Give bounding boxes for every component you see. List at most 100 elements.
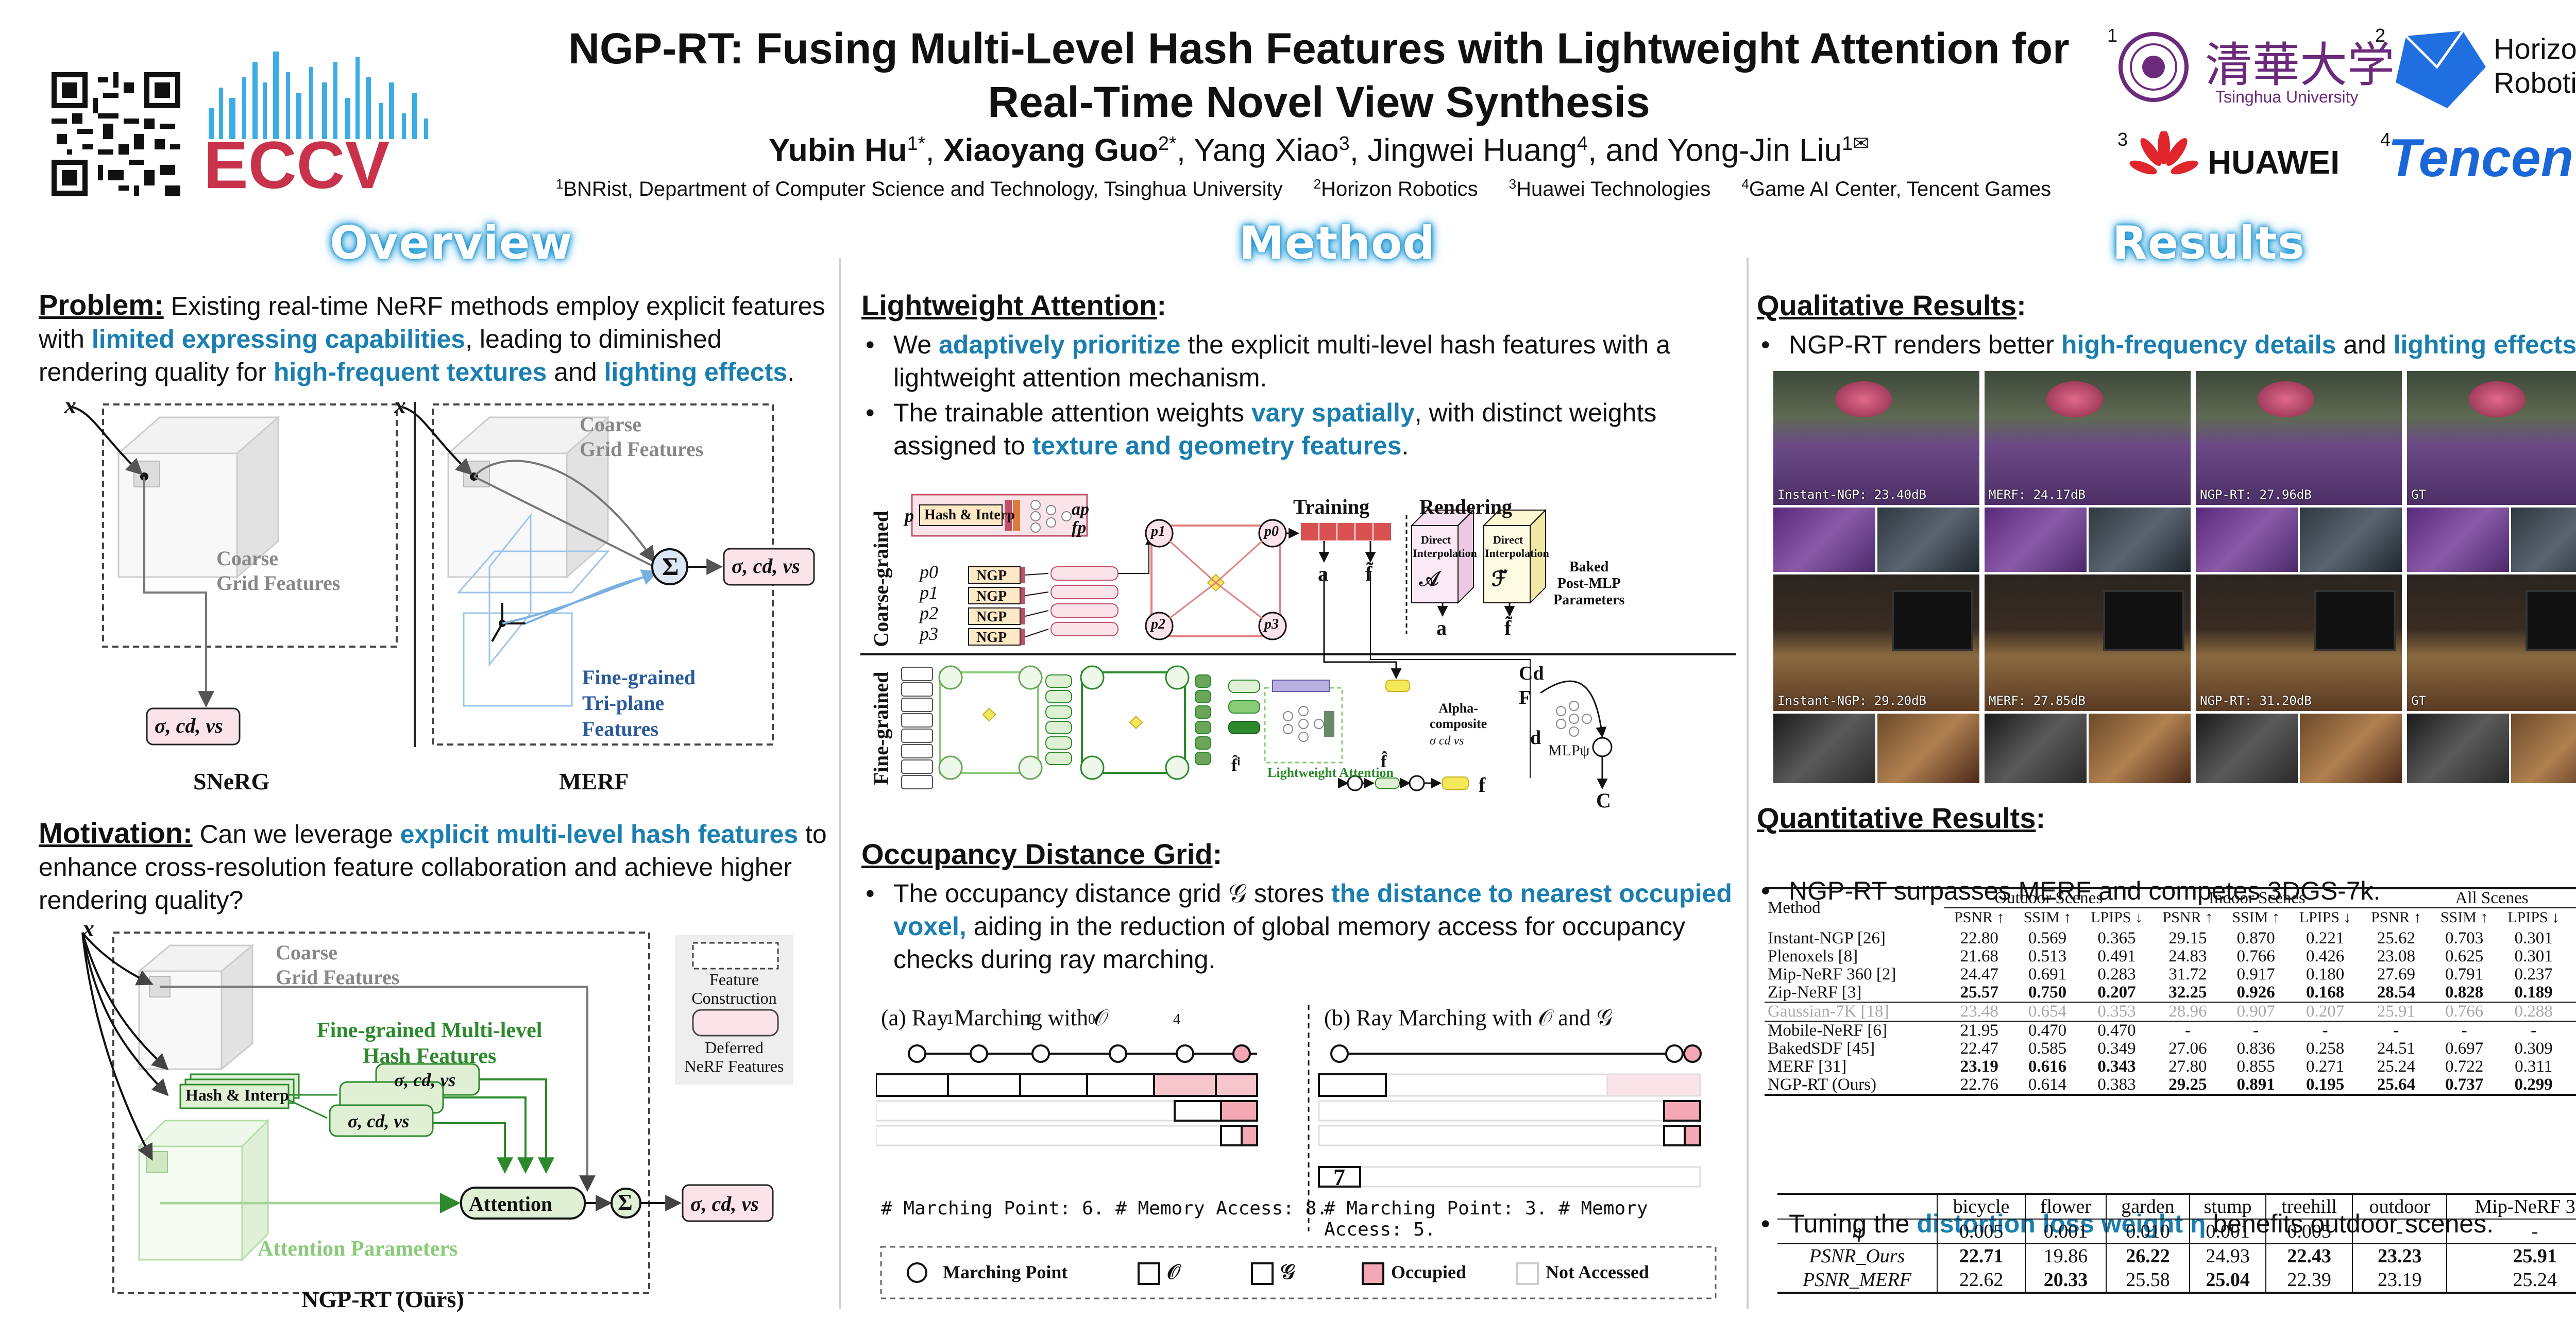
image-content <box>2258 381 2314 417</box>
arch-rendering-label: Rendering <box>1419 495 1512 518</box>
author-name: Xiaoyang Guo <box>943 132 1158 168</box>
title-line-1: NGP-RT: Fusing Multi-Level Hash Features… <box>568 24 2070 73</box>
body-text: We <box>893 330 939 359</box>
crop-image <box>2511 508 2576 572</box>
table-cell: PSNR ↑ <box>1954 909 2005 926</box>
arch-hash-label: Hash & Interp <box>924 507 1015 523</box>
section-title-results: Results <box>2112 216 2306 269</box>
table-cell: 0.766 <box>2445 1002 2484 1021</box>
table-cell: 28.54 <box>2377 983 2416 1002</box>
highlight-text: high-frequency details <box>2061 330 2336 359</box>
result-image: GT <box>2407 574 2576 711</box>
table-cell: 23.19 <box>2352 1268 2447 1293</box>
image-label: NGP-RT: 31.20dB <box>2200 694 2312 708</box>
result-image: GT <box>2407 371 2576 505</box>
arch-F-label: ℱ̃ <box>1492 567 1508 590</box>
row-label-text: PSNR_MERF <box>1802 1269 1912 1291</box>
table-cell: 22.47 <box>1960 1039 1998 1058</box>
arch-corner-p1: p1 <box>1151 523 1165 539</box>
image-content <box>1892 590 1973 651</box>
arch-F2-label: F <box>1519 687 1531 708</box>
image-label: GT <box>2411 487 2426 502</box>
arch-fp-label: fp <box>1072 518 1087 537</box>
table-cell: 22.39 <box>2265 1268 2353 1293</box>
table-cell: 25.91 <box>2446 1244 2576 1268</box>
table-cell: treehill <box>2265 1194 2353 1219</box>
highlight-text: the distance to nearest occupied voxel, <box>893 879 1732 941</box>
highlight-text: high-frequent textures <box>273 358 547 386</box>
table-cell: Gaussian-7K [18] <box>1768 1002 1889 1021</box>
table-cell: 107 <box>2570 1002 2576 1021</box>
affiliation-text: Game AI Center, Tencent Games <box>1749 178 2052 201</box>
table-cell: 23.19 <box>1960 1057 1998 1076</box>
column-divider-2 <box>1747 258 1749 1309</box>
table-cell: Mip-NeRF 360 <box>2446 1194 2576 1219</box>
result-image: Instant-NGP: 23.40dB <box>1773 371 1979 505</box>
body-text: , leading to diminished rendering qualit… <box>39 325 722 386</box>
author-affiliation-mark: 3 <box>1338 133 1350 155</box>
table-cell: 0.311 <box>2515 1057 2553 1076</box>
table-cell: LPIPS ↓ <box>2299 909 2351 926</box>
motivation-paragraph: Motivation: Can we leverage explicit mul… <box>39 817 832 917</box>
image-label: NGP-RT: 27.96dB <box>2200 487 2312 502</box>
architecture-figure: Coarse-grained Fine-grained p Hash & Int… <box>860 494 1736 1118</box>
affiliation-text: Horizon Robotics <box>1321 178 1478 201</box>
paper-title: NGP-RT: Fusing Multi-Level Hash Features… <box>453 22 2184 129</box>
legend-marching-point: Marching Point <box>943 1262 1068 1282</box>
table-cell: 26.22 <box>2105 1244 2190 1268</box>
body-text: The occupancy distance grid 𝒢 stores <box>893 879 1331 908</box>
image-content <box>2046 381 2103 417</box>
table-cell: - <box>2352 1219 2447 1244</box>
snerg-output: σ, cd, vs <box>155 714 223 737</box>
highlight-text: lighting effects <box>604 358 788 386</box>
table-cell: FPS ↑ <box>2570 908 2576 928</box>
arch-alpha-label: Alpha-composite <box>1430 701 1487 731</box>
author-affiliation-mark: 1✉ <box>1842 133 1870 155</box>
table-cell: 0.195 <box>2306 1075 2345 1094</box>
merf-x-label: x <box>394 392 406 418</box>
highlight-text: explicit multi-level hash features <box>400 820 799 849</box>
table-cell: >60 <box>2570 1040 2576 1058</box>
logo-number-1: 1 <box>2107 25 2118 46</box>
table-cell: 6.79 <box>2570 948 2576 966</box>
tsinghua-seal <box>2117 31 2190 103</box>
legend-not-accessed: Not Accessed <box>1546 1262 1649 1282</box>
table-cell: 0.722 <box>2445 1057 2484 1076</box>
author-name: Yubin Hu <box>768 132 907 168</box>
table-cell: 0.349 <box>2097 1039 2136 1058</box>
image-label: MERF: 27.85dB <box>1989 694 2086 708</box>
crop-image <box>1985 714 2087 783</box>
table-cell: 0.49 <box>2570 984 2576 1002</box>
arch-fi-label: f̂ⁱ <box>1231 756 1241 775</box>
affiliation-text: BNRist, Department of Computer Science a… <box>563 178 1283 201</box>
quantitative-heading: Quantitative Results: <box>1757 802 2046 834</box>
arch-corner-p3: p3 <box>1264 616 1279 632</box>
table-header-row: PSNR ↑SSIM ↑LPIPS ↓PSNR ↑SSIM ↑LPIPS ↓PS… <box>1765 908 2576 928</box>
highlight-text: lighting effects <box>2393 330 2576 359</box>
table-cell: 0.907 <box>2236 1002 2275 1021</box>
table-cell: 22.80 <box>1960 929 1998 948</box>
qualitative-bullet: NGP-RT renders better high-frequency det… <box>1757 328 2576 361</box>
result-image: Instant-NGP: 29.20dB <box>1773 574 1979 711</box>
table-cell: stump <box>2189 1194 2266 1219</box>
author-affiliation-mark: 1* <box>907 133 926 155</box>
table-cell: Plenoxels [8] <box>1768 947 1858 966</box>
table-cell: 0.309 <box>2514 1039 2553 1058</box>
qr-code <box>52 72 180 196</box>
crop-image <box>1985 508 2087 572</box>
table-cell: - <box>2446 1219 2576 1244</box>
table-cell: 0.491 <box>2097 947 2136 966</box>
table-cell: 25.62 <box>2377 929 2416 948</box>
table-cell: bicycle <box>1936 1194 2026 1219</box>
row-label: PSNR_Ours <box>1777 1244 1937 1268</box>
